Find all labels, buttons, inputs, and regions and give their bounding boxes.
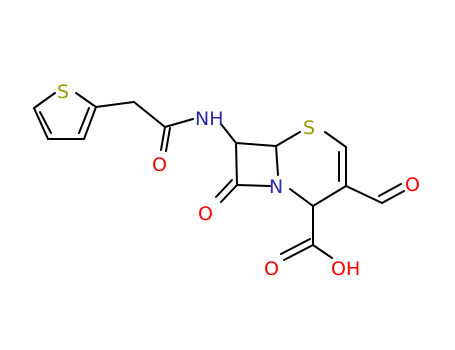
atom-label-ring-s: S bbox=[303, 117, 315, 139]
atom-label-amide-o: O bbox=[152, 154, 167, 176]
bond bbox=[324, 131, 347, 148]
bond bbox=[235, 142, 238, 186]
side-chain bbox=[95, 101, 237, 152]
bond bbox=[312, 185, 347, 207]
atom-label-aldehyde-o: O bbox=[405, 174, 420, 196]
atom-label-lactam-n: N bbox=[269, 176, 283, 198]
bond bbox=[33, 92, 56, 109]
bond bbox=[133, 101, 166, 128]
bond bbox=[312, 244, 333, 259]
bond bbox=[235, 142, 277, 147]
bond bbox=[381, 190, 405, 204]
thiophene-ring bbox=[33, 92, 97, 140]
bond bbox=[275, 131, 301, 147]
bond bbox=[220, 184, 238, 203]
bond bbox=[165, 127, 171, 152]
bond bbox=[78, 107, 90, 134]
bond bbox=[275, 145, 279, 176]
bond bbox=[283, 244, 314, 261]
atom-label-acid-oh: OH bbox=[331, 258, 360, 280]
bond bbox=[236, 184, 271, 187]
atom-label-thiophene-s: S bbox=[57, 81, 69, 103]
atom-label-acid-o: O bbox=[264, 258, 279, 280]
bond bbox=[164, 118, 194, 128]
thiazine-ring bbox=[275, 131, 347, 207]
bond bbox=[220, 123, 237, 144]
bond bbox=[160, 126, 166, 151]
bond bbox=[280, 238, 311, 255]
aldehyde-group bbox=[345, 183, 405, 204]
bond bbox=[95, 101, 135, 108]
bond bbox=[33, 107, 49, 140]
atom-label-amide-nh: NH bbox=[195, 108, 224, 130]
bond bbox=[83, 106, 97, 140]
bond bbox=[289, 188, 314, 207]
bond bbox=[75, 92, 97, 108]
bond bbox=[378, 183, 402, 197]
bond bbox=[215, 179, 233, 198]
atom-label-lactam-o: O bbox=[198, 203, 213, 225]
carboxylic-acid-group bbox=[280, 205, 333, 261]
bond bbox=[345, 185, 383, 204]
beta-lactam-ring bbox=[215, 142, 279, 203]
bond bbox=[39, 111, 52, 134]
